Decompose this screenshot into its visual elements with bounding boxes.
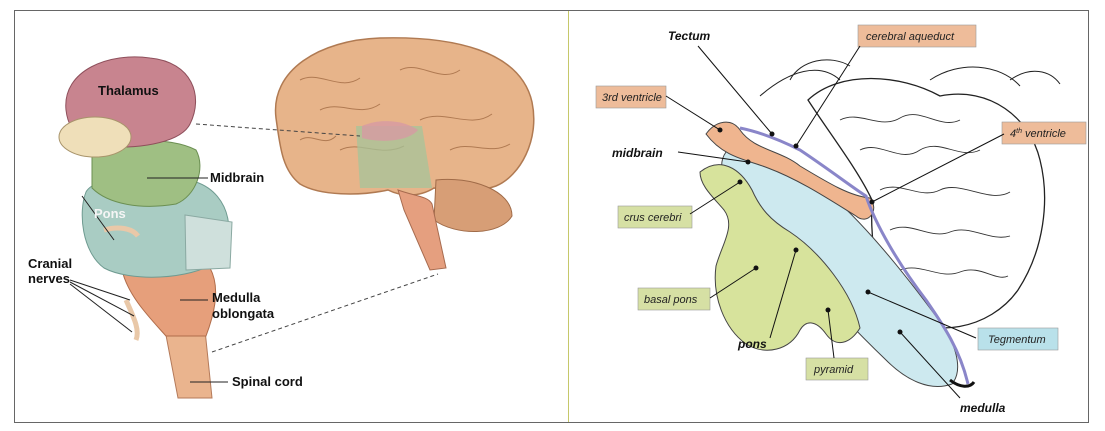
left-brainstem-illustration (59, 57, 232, 398)
label-left-midbrain: Midbrain (210, 170, 264, 185)
label-medulla: medulla (960, 401, 1006, 415)
label-thalamus: Thalamus (98, 83, 159, 98)
label-crus-cerebri: crus cerebri (624, 212, 682, 224)
nerve-stub (126, 300, 137, 340)
label-spinal-cord: Spinal cord (232, 374, 303, 389)
label-cranial-line1: Cranial (28, 256, 72, 271)
label-basal-pons: basal pons (644, 294, 698, 306)
label-midbrain: midbrain (612, 146, 663, 160)
peduncle-block-shape (185, 215, 232, 270)
spinal-cord-shape (165, 330, 212, 398)
label-third-ventricle: 3rd ventricle (602, 92, 662, 104)
optic-tract-shape (59, 117, 131, 157)
inset-cerebellum-shape (434, 179, 512, 231)
label-medulla-line1: Medulla (212, 290, 261, 305)
label-pons: pons (737, 337, 767, 351)
label-medulla-line2: oblongata (212, 306, 275, 321)
medulla-edge (950, 380, 974, 386)
label-pyramid: pyramid (813, 364, 854, 376)
label-left-pons: Pons (94, 206, 126, 221)
label-tegmentum: Tegmentum (988, 334, 1046, 346)
label-cerebral-aqueduct: cerebral aqueduct (866, 31, 955, 43)
label-tectum: Tectum (668, 29, 711, 43)
label-cranial-line2: nerves (28, 271, 70, 286)
